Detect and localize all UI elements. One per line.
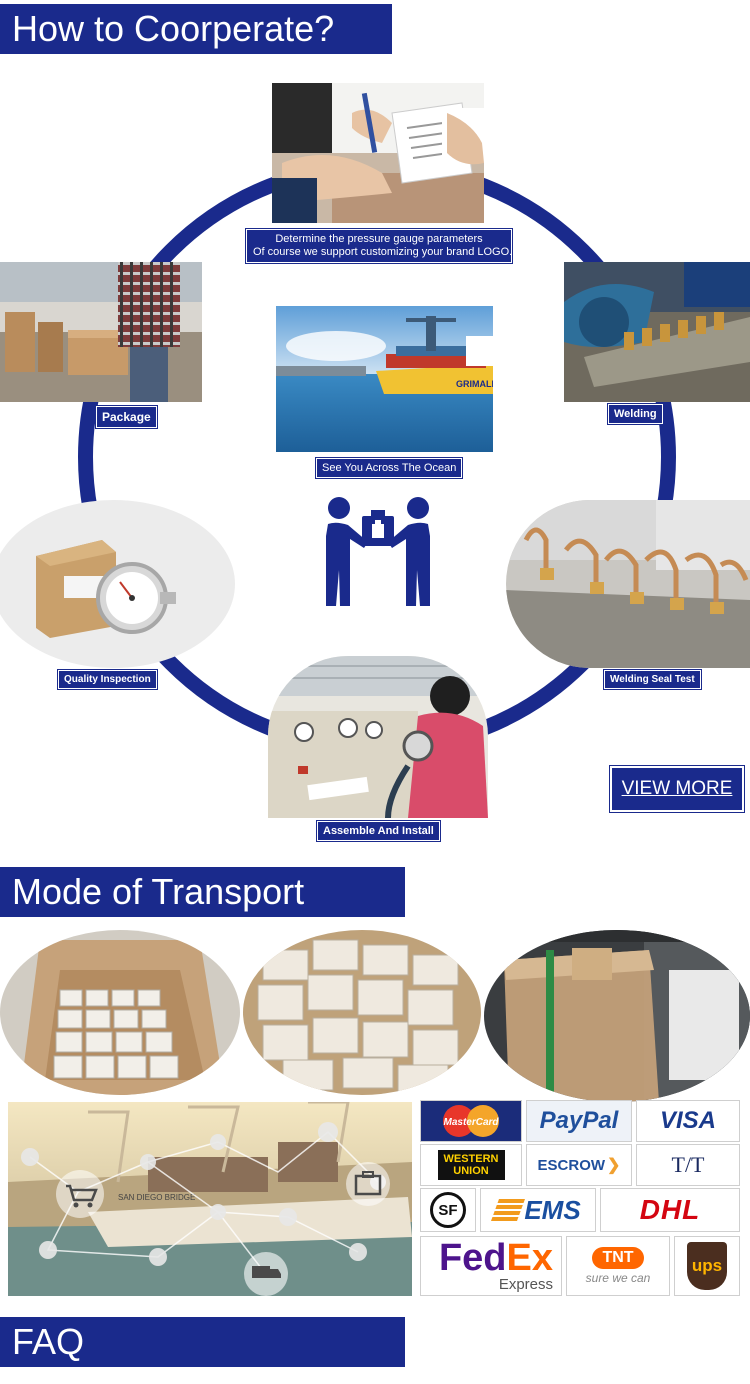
tnt-slogan-text: sure we can (585, 1271, 651, 1285)
assemble-photo (268, 656, 488, 818)
ems-stripes-icon (491, 1199, 526, 1221)
visa-logo: VISA (636, 1100, 740, 1142)
ems-text: EMS (524, 1194, 581, 1225)
cart-icon (66, 1184, 98, 1202)
determine-photo (272, 83, 484, 223)
welding-photo (564, 262, 750, 402)
view-more-button[interactable]: VIEW MORE (609, 765, 745, 813)
quality-photo (0, 500, 235, 668)
determine-line-1: Determine the pressure gauge parameters (275, 233, 483, 245)
dhl-logo: DHL (600, 1188, 740, 1232)
escrow-chevron-icon: ❯ (607, 1157, 621, 1174)
fedex-ex-text: Ex (506, 1236, 553, 1279)
ship-name-text: GRIMALDI LI (456, 379, 493, 389)
determine-line-2: Of course we support customizing your br… (253, 246, 513, 258)
seal-test-tag: Welding Seal Test (603, 669, 702, 690)
ocean-tag: See You Across The Ocean (314, 457, 464, 479)
mastercard-logo: MasterCard (420, 1100, 522, 1142)
fedex-logo: FedEx Express (420, 1236, 562, 1296)
ems-logo: EMS (480, 1188, 596, 1232)
ocean-photo: GRIMALDI LI (276, 306, 493, 452)
package-tag: Package (95, 405, 158, 429)
sf-logo: SF (420, 1188, 476, 1232)
assemble-tag: Assemble And Install (316, 820, 441, 842)
bridge-name-text: SAN DIEGO BRIDGE (118, 1193, 195, 1202)
visa-text: VISA (659, 1107, 716, 1134)
paypal-text: PayPal (539, 1107, 619, 1134)
fedex-fed-text: Fed (438, 1236, 507, 1279)
western-union-text-2: UNION (453, 1165, 489, 1177)
package-photo (0, 262, 202, 402)
sf-text: SF (430, 1192, 466, 1228)
quality-tag: Quality Inspection (57, 669, 158, 690)
welding-tag: Welding (607, 403, 664, 425)
tnt-logo: TNT sure we can (566, 1236, 670, 1296)
cooperate-section-title: How to Coorperate? (0, 4, 392, 54)
packed-box-photo-1 (0, 930, 240, 1095)
determine-tag: Determine the pressure gauge parameters … (245, 228, 513, 264)
western-union-text-1: WESTERN (443, 1153, 499, 1165)
tt-logo: T/T (636, 1144, 740, 1186)
packed-box-photo-2 (243, 930, 481, 1095)
tt-text: T/T (671, 1152, 705, 1177)
fedex-express-text: Express (498, 1275, 553, 1293)
handover-people-icon (322, 494, 434, 606)
ups-text: ups (691, 1256, 723, 1275)
logistics-photo: SAN DIEGO BRIDGE (8, 1102, 412, 1296)
western-union-logo: WESTERN UNION (420, 1144, 522, 1186)
dhl-text: DHL (639, 1194, 701, 1225)
ups-logo: ups (674, 1236, 740, 1296)
seal-test-photo (506, 500, 750, 668)
faq-section-title: FAQ (0, 1317, 405, 1367)
paypal-logo: PayPal (526, 1100, 632, 1142)
mastercard-text: MasterCard (443, 1117, 499, 1128)
transport-section-title: Mode of Transport (0, 867, 405, 917)
wrapped-pallet-photo (484, 930, 750, 1102)
tnt-text: TNT (592, 1247, 644, 1269)
escrow-logo: ESCROW ❯ (526, 1144, 632, 1186)
escrow-text: ESCROW (537, 1156, 606, 1174)
